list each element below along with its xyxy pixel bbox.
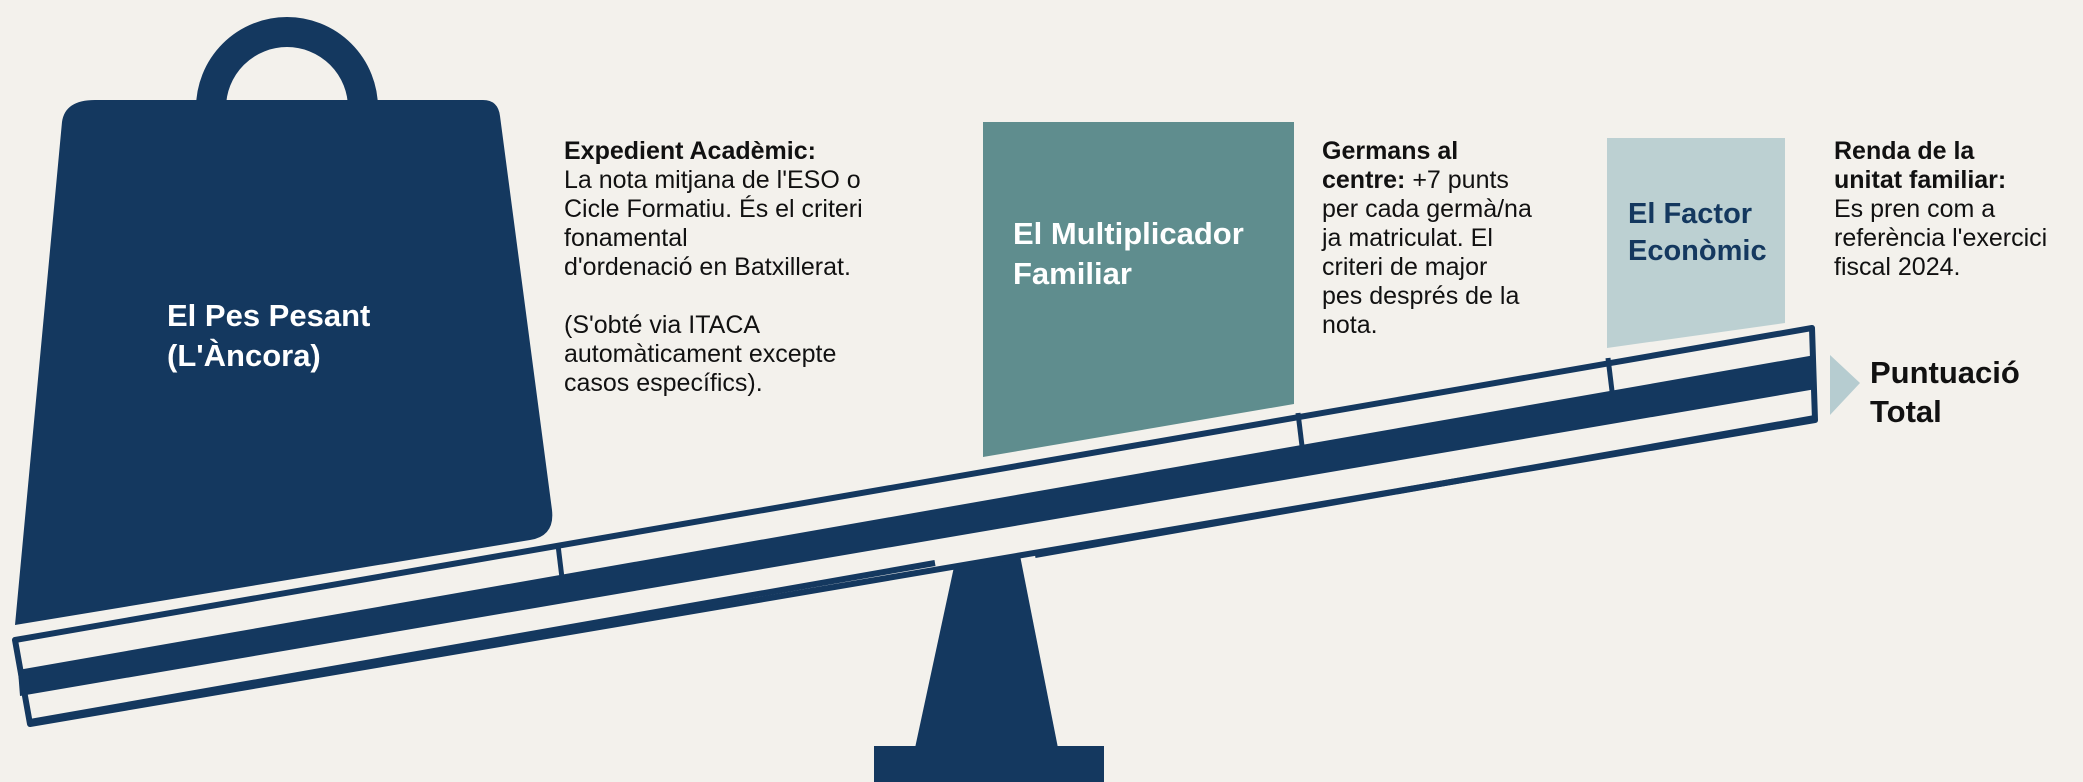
weight-title-line1: El Pes Pesant bbox=[167, 298, 371, 333]
academic-line1: La nota mitjana de l'ESO o bbox=[564, 166, 861, 194]
siblings-line2: per cada germà/na bbox=[1322, 195, 1532, 223]
seesaw-beam bbox=[18, 355, 1816, 696]
income-heading1: Renda de la bbox=[1834, 137, 1975, 165]
lower-line-right bbox=[1034, 415, 1816, 558]
academic-note3: casos específics). bbox=[564, 369, 763, 397]
economic-title: El Factor Econòmic bbox=[1628, 196, 1767, 270]
siblings-line3: ja matriculat. El bbox=[1322, 224, 1493, 252]
income-line2: referència l'exercici bbox=[1834, 224, 2048, 252]
siblings-heading2: centre: bbox=[1322, 166, 1406, 194]
academic-heading: Expedient Acadèmic: bbox=[564, 137, 816, 165]
siblings-line5: pes després de la bbox=[1322, 282, 1520, 310]
academic-line3: fonamental bbox=[564, 224, 688, 252]
siblings-description: Germans al centre: +7 punts per cada ger… bbox=[1322, 137, 1532, 340]
weight-title-line2: (L'Àncora) bbox=[167, 338, 321, 373]
income-description: Renda de la unitat familiar: Es pren com… bbox=[1834, 137, 2047, 282]
arrow-icon bbox=[1830, 355, 1860, 415]
total-score-label: Puntuació Total bbox=[1870, 353, 2020, 431]
fulcrum-base bbox=[874, 746, 1104, 782]
family-title-line1: El Multiplicador bbox=[1013, 216, 1244, 251]
academic-line4: d'ordenació en Batxillerat. bbox=[564, 253, 851, 281]
academic-line2: Cicle Formatiu. És el criteri bbox=[564, 195, 863, 223]
income-heading2: unitat familiar: bbox=[1834, 166, 2007, 194]
weight-handle bbox=[196, 17, 378, 109]
weight-title: El Pes Pesant (L'Àncora) bbox=[167, 296, 370, 376]
total-line2: Total bbox=[1870, 394, 1942, 429]
siblings-line1-rest: +7 punts bbox=[1405, 166, 1509, 194]
income-line3: fiscal 2024. bbox=[1834, 253, 1961, 281]
family-title-line2: Familiar bbox=[1013, 256, 1132, 291]
economic-title-line2: Econòmic bbox=[1628, 235, 1767, 267]
segment-divider-1 bbox=[555, 544, 565, 579]
economic-title-line1: El Factor bbox=[1628, 198, 1753, 230]
siblings-line6: nota. bbox=[1322, 311, 1378, 339]
academic-note2: automàticament excepte bbox=[564, 340, 837, 368]
segment-divider-3 bbox=[1605, 357, 1615, 392]
lower-line-left bbox=[29, 560, 936, 725]
family-block bbox=[983, 122, 1294, 457]
economic-block bbox=[1607, 138, 1785, 348]
academic-note1: (S'obté via ITACA bbox=[564, 311, 761, 339]
weight-body bbox=[15, 100, 553, 625]
segment-divider-2 bbox=[1295, 412, 1305, 447]
income-line1: Es pren com a bbox=[1834, 195, 1996, 223]
academic-description: Expedient Acadèmic: La nota mitjana de l… bbox=[564, 137, 863, 398]
family-title: El Multiplicador Familiar bbox=[1013, 214, 1244, 294]
total-line1: Puntuació bbox=[1870, 355, 2020, 390]
siblings-heading1: Germans al bbox=[1322, 137, 1459, 165]
fulcrum bbox=[915, 525, 1058, 748]
siblings-line4: criteri de major bbox=[1322, 253, 1488, 281]
